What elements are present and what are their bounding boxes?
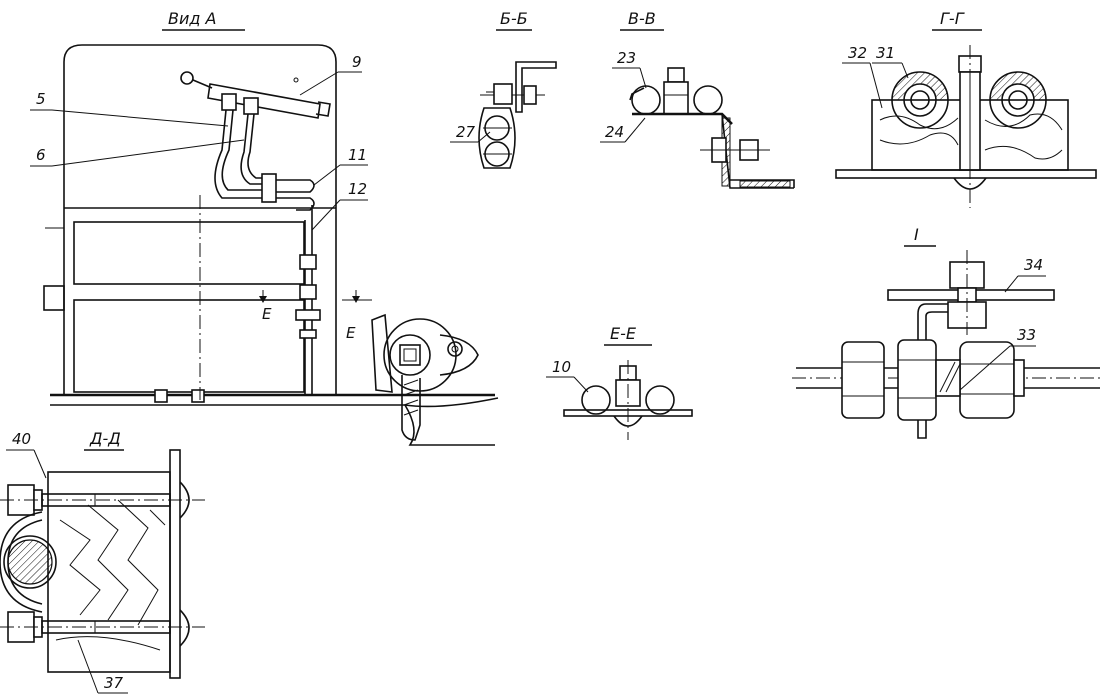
detail-i-title: I [914,225,919,244]
label-10: 10 [552,358,571,376]
section-b-title: Б-Б [500,9,528,28]
section-d-d: Д-Д 40 37 [0,429,205,694]
label-33: 33 [1017,326,1036,344]
section-b-b: Б-Б 27 [450,9,557,169]
label-6: 6 [36,146,46,164]
label-5: 5 [36,90,46,108]
label-24: 24 [605,123,624,141]
section-d-title: Д-Д [89,429,121,448]
section-v-v: В-В 23 24 [600,9,795,189]
section-e-title: Е-Е [610,324,637,343]
label-34: 34 [1024,256,1043,274]
section-g-title: Г-Г [940,9,965,28]
section-g-g: Г-Г 32 31 [835,9,1097,208]
label-37: 37 [104,674,124,692]
view-a-title: Вид А [168,9,216,28]
label-31: 31 [876,44,895,62]
label-e-right: Е [346,324,356,342]
label-9: 9 [352,53,362,71]
section-v-title: В-В [628,9,656,28]
label-27: 27 [456,123,476,141]
view-a: Вид А [30,9,499,446]
section-e-e: Е-Е 10 [546,324,693,440]
label-11: 11 [348,146,367,164]
label-e-left: Е [262,305,272,323]
label-23: 23 [617,49,636,67]
label-12: 12 [348,180,367,198]
label-40: 40 [12,430,31,448]
label-32: 32 [848,44,867,62]
detail-i: I 34 33 [792,225,1104,439]
